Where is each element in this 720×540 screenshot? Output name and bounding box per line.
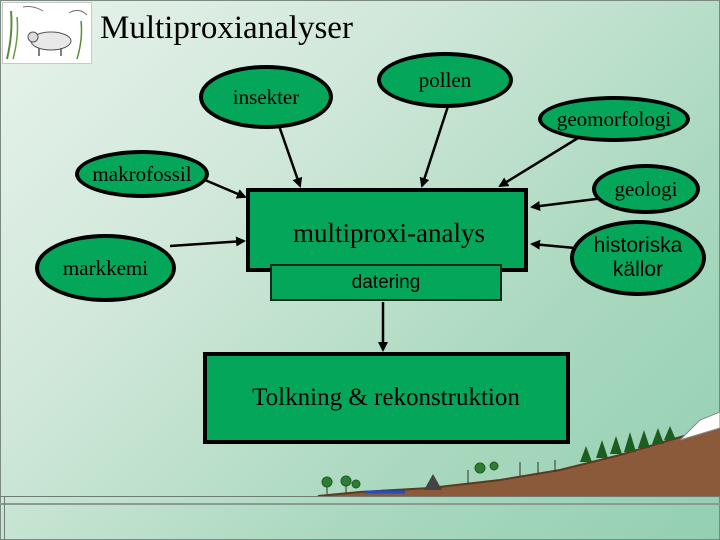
node-makrofossil: makrofossil — [75, 150, 209, 198]
node-historiska-label: historiska — [593, 234, 683, 257]
node-markkemi-label: markkemi — [62, 255, 149, 280]
node-insekter-label: insekter — [232, 84, 300, 109]
cow-illustration-icon — [6, 6, 88, 60]
node-markkemi: markkemi — [35, 234, 176, 302]
multiproxi-analys-box — [246, 188, 528, 272]
tolkning-rekonstruktion-label: Tolkning & rekonstruktion — [252, 384, 520, 411]
node-geologi-label: geologi — [614, 176, 678, 201]
datering-label: datering — [351, 271, 421, 293]
slide-title: Multiproxianalyser — [100, 10, 353, 46]
node-pollen-label: pollen — [418, 67, 472, 92]
node-geologi: geologi — [592, 164, 700, 214]
footer-divider — [0, 496, 720, 497]
node-pollen: pollen — [377, 52, 513, 108]
tolkning-rekonstruktion-box — [203, 352, 570, 444]
footer-divider-secondary — [0, 503, 720, 505]
datering-box: datering — [270, 264, 502, 301]
node-kallor-label: källor — [612, 258, 664, 281]
logo-image — [2, 2, 92, 64]
node-makrofossil-label: makrofossil — [92, 161, 192, 186]
node-historiska-kallor: historiska källor — [570, 220, 706, 296]
multiproxi-analys-label: multiproxi-analys — [293, 218, 485, 248]
node-insekter: insekter — [199, 65, 333, 129]
footer-vertical-rule — [4, 497, 5, 540]
node-geomorfologi-label: geomorfologi — [556, 106, 672, 131]
node-geomorfologi: geomorfologi — [538, 96, 690, 142]
